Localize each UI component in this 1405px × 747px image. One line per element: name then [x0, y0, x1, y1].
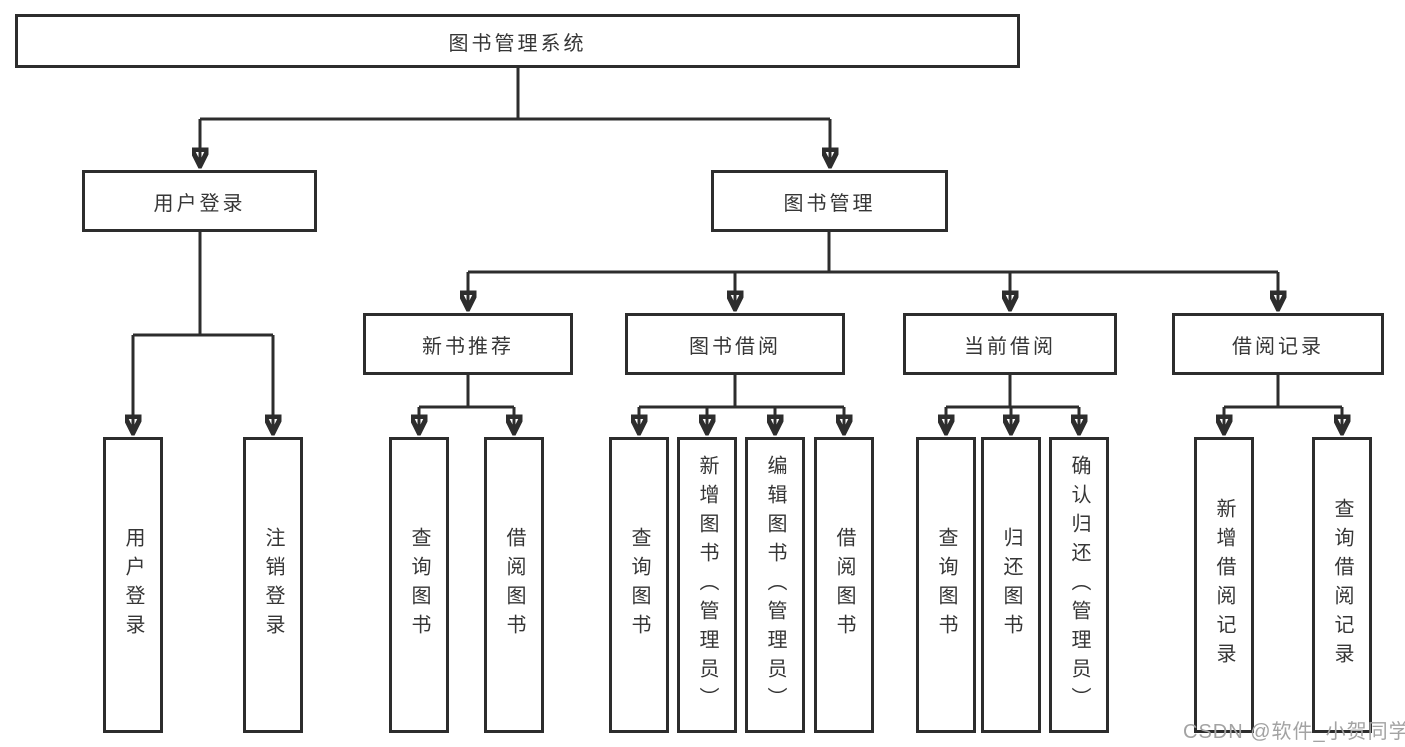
- connector-book-borrow-trunk: [639, 375, 844, 409]
- leaf-borrow-query-book: 查询图书: [609, 437, 669, 733]
- connector-borrow-record-trunk: [1224, 375, 1342, 409]
- leaf-borrow-borrow-book-label: 借阅图书: [833, 527, 855, 643]
- node-book-mgmt-label: 图书管理: [783, 192, 876, 215]
- leaf-current-query-book-label: 查询图书: [935, 527, 957, 643]
- node-current-borrow-label: 当前借阅: [964, 335, 1056, 358]
- node-root: 图书管理系统: [15, 14, 1020, 68]
- connector-user-login-trunk: [133, 232, 273, 337]
- leaf-rec-query-book: 查询图书: [389, 437, 449, 733]
- leaf-borrow-add-book: 新增图书（管理员）: [677, 437, 737, 733]
- leaf-record-add-label: 新增借阅记录: [1213, 498, 1235, 672]
- node-user-login-label: 用户登录: [153, 192, 246, 215]
- node-current-borrow: 当前借阅: [903, 313, 1117, 375]
- connector-book-mgmt-trunk: [468, 232, 1278, 274]
- leaf-borrow-borrow-book: 借阅图书: [814, 437, 874, 733]
- leaf-record-add: 新增借阅记录: [1194, 437, 1254, 733]
- leaf-user-login: 用户登录: [103, 437, 163, 733]
- node-book-mgmt: 图书管理: [711, 170, 948, 232]
- leaf-rec-borrow-book-label: 借阅图书: [503, 527, 525, 643]
- connector-root-trunk: [200, 68, 830, 121]
- leaf-logout: 注销登录: [243, 437, 303, 733]
- leaf-current-return-book-label: 归还图书: [1000, 527, 1022, 643]
- node-borrow-record-label: 借阅记录: [1232, 335, 1324, 358]
- connector-current-borrow-trunk: [946, 375, 1079, 409]
- leaf-borrow-edit-book-label: 编辑图书（管理员）: [764, 454, 786, 716]
- leaf-current-confirm-return: 确认归还（管理员）: [1049, 437, 1109, 733]
- leaf-record-query: 查询借阅记录: [1312, 437, 1372, 733]
- node-book-borrow: 图书借阅: [625, 313, 845, 375]
- node-root-label: 图书管理系统: [448, 32, 587, 55]
- node-new-book-rec: 新书推荐: [363, 313, 573, 375]
- leaf-current-query-book: 查询图书: [916, 437, 976, 733]
- leaf-borrow-query-book-label: 查询图书: [628, 527, 650, 643]
- leaf-record-query-label: 查询借阅记录: [1331, 498, 1353, 672]
- leaf-borrow-add-book-label: 新增图书（管理员）: [696, 454, 718, 716]
- leaf-rec-query-book-label: 查询图书: [408, 527, 430, 643]
- csdn-watermark: CSDN @软件_小贺同学: [1183, 721, 1405, 743]
- node-borrow-record: 借阅记录: [1172, 313, 1384, 375]
- leaf-borrow-edit-book: 编辑图书（管理员）: [745, 437, 805, 733]
- leaf-current-confirm-return-label: 确认归还（管理员）: [1068, 454, 1090, 716]
- connector-new-book-rec-trunk: [419, 375, 514, 409]
- leaf-logout-label: 注销登录: [262, 527, 284, 643]
- leaf-current-return-book: 归还图书: [981, 437, 1041, 733]
- node-new-book-rec-label: 新书推荐: [422, 335, 514, 358]
- leaf-user-login-label: 用户登录: [122, 527, 144, 643]
- node-user-login: 用户登录: [82, 170, 317, 232]
- node-book-borrow-label: 图书借阅: [689, 335, 781, 358]
- leaf-rec-borrow-book: 借阅图书: [484, 437, 544, 733]
